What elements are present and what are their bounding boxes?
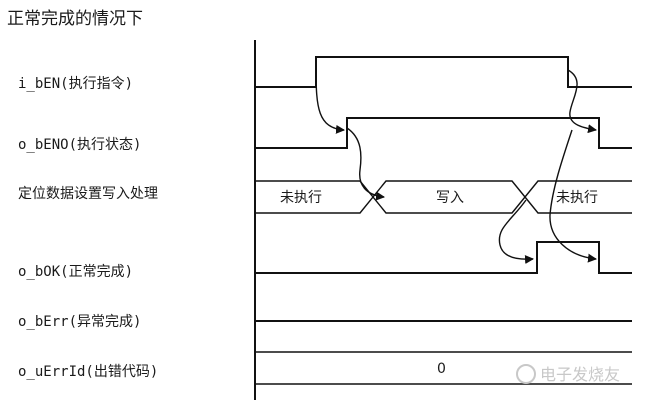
state-not-executed-2: 未执行 [556,190,598,206]
arrow-write-to-bok [498,199,534,265]
state-writing: 写入 [436,190,464,206]
arrow-ben-to-beno [315,67,345,134]
watermark: 电子发烧友 [516,364,620,384]
label-i-ben: i_bEN(执行指令) [18,76,133,92]
arrow-ben-off-to-beno [567,69,597,134]
label-o-uerrid: o_uErrId(出错代码) [18,364,158,380]
waveform-i-ben [255,56,632,88]
state-not-executed-1: 未执行 [280,190,322,206]
watermark-text: 电子发烧友 [540,365,620,384]
label-o-beno: o_bENO(执行状态) [18,137,141,153]
label-o-bok: o_bOK(正常完成) [18,264,133,280]
err-code-value: 0 [437,361,446,377]
arrow-beno-to-write [346,127,385,201]
arrow-beno-off-to-bok [549,129,597,263]
bus-write-process-top [255,180,632,214]
label-o-berr: o_bErr(异常完成) [18,314,141,330]
diagram-title: 正常完成的情况下 [7,9,143,29]
waveform-o-bok [255,241,632,274]
waveform-o-beno [255,117,632,149]
watermark-logo-icon [516,364,536,384]
label-data-write-process: 定位数据设置写入处理 [18,186,158,202]
bus-write-process-bottom [255,180,632,214]
